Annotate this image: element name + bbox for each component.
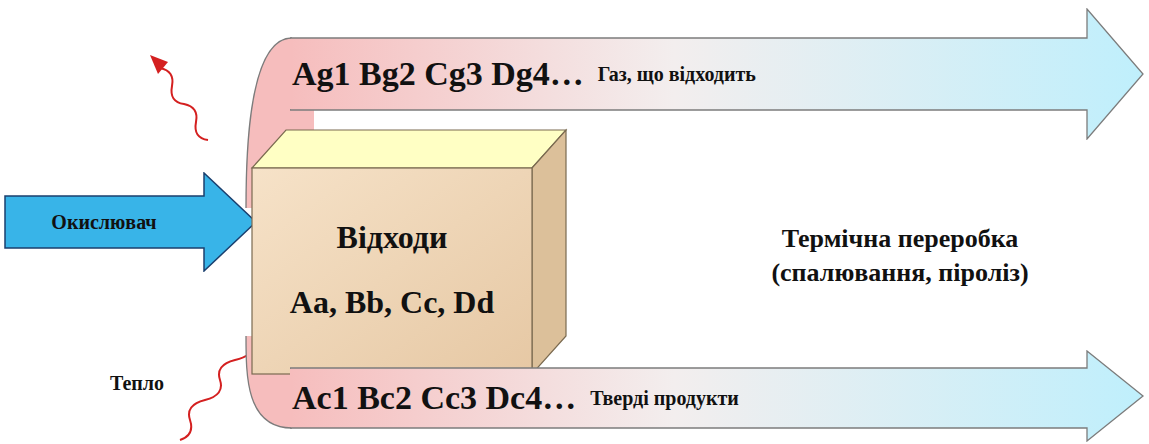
node-text-area: Ac1 Bc2 Cc3 Dc4… Тверді продукти	[290, 368, 1087, 428]
heat-wave-out	[160, 68, 208, 140]
node-subtext: Тверді продукти	[590, 387, 739, 410]
node-subtext: Газ, що відходить	[598, 63, 756, 86]
heat-arrowhead	[150, 55, 168, 74]
heat-wave-in	[180, 344, 253, 440]
output-arrow: Ag1 Bg2 Cg3 Dg4… Газ, що відходить	[290, 8, 1145, 140]
output-arrow: Ac1 Bc2 Cc3 Dc4… Тверді продукти	[290, 350, 1145, 442]
heat-label: Тепло	[96, 370, 178, 396]
node-text: Ac1 Bc2 Cc3 Dc4…	[292, 379, 576, 417]
process-title: Термічна переробка (спалювання, піроліз)	[730, 222, 1070, 290]
arrow-shape	[5, 173, 256, 271]
arrow-shape	[290, 9, 1143, 139]
node-text-area: ВідходиAa, Bb, Cc, Dd	[254, 168, 530, 372]
node-text-area: Ag1 Bg2 Cg3 Dg4… Газ, що відходить	[290, 38, 1087, 110]
node-text-area: Окислювач	[4, 196, 204, 248]
box-front	[252, 168, 532, 374]
waste-box: ВідходиAa, Bb, Cc, Dd	[250, 128, 568, 376]
node-subtext: Aa, Bb, Cc, Dd	[290, 284, 494, 321]
node-text: Відходи	[337, 219, 448, 256]
node-text: Ag1 Bg2 Cg3 Dg4…	[292, 55, 584, 93]
arrow-shape	[290, 351, 1143, 441]
box-top	[252, 130, 566, 168]
box-side	[532, 130, 566, 374]
node-text: Окислювач	[51, 211, 156, 234]
input-arrow: Окислювач	[4, 172, 258, 272]
